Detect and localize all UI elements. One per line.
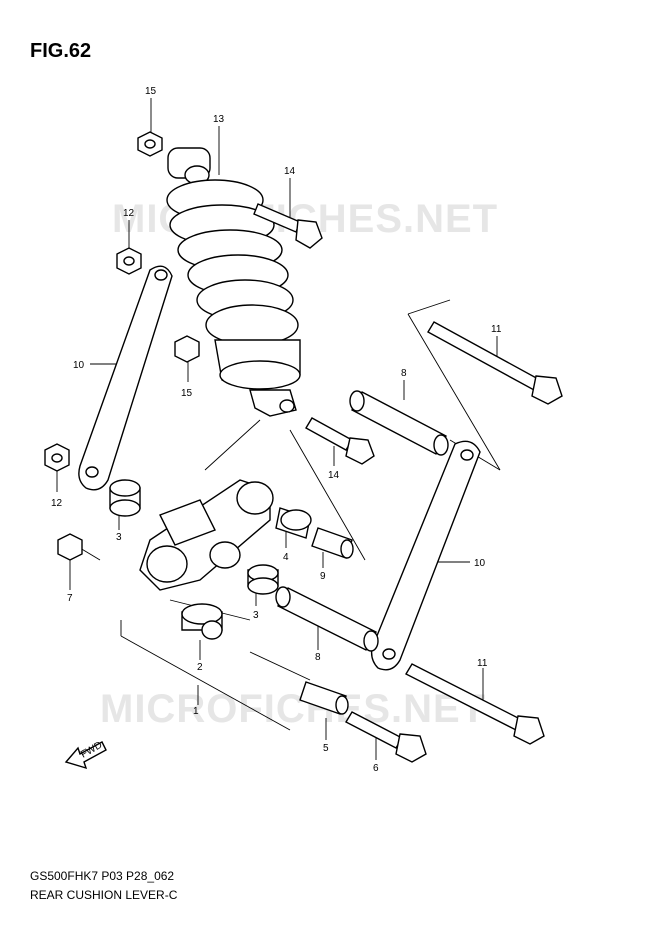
callout-8-lower: 8 (315, 652, 321, 663)
nut-15-top (137, 131, 163, 157)
bolt-14-lower (305, 417, 375, 465)
collar-9 (311, 527, 354, 559)
rod-10-left (78, 265, 173, 491)
callout-2: 2 (197, 662, 203, 673)
callout-14-lower: 14 (328, 470, 340, 481)
callout-1: 1 (193, 706, 199, 717)
nut-12-top (116, 247, 142, 275)
spacer-8-upper (349, 390, 449, 456)
nut-12-lower (44, 443, 70, 472)
callout-4: 4 (283, 552, 289, 563)
callout-8-upper: 8 (401, 368, 407, 379)
callout-6: 6 (373, 763, 379, 774)
bushing-3-right (247, 564, 279, 595)
callout-12-lower: 12 (51, 498, 63, 509)
bolt-11-lower (405, 663, 545, 745)
bolt-6 (345, 711, 427, 763)
diagram-code: GS500FHK7 P03 P28_062 (30, 869, 175, 883)
bolt-14-upper (253, 203, 323, 249)
callout-3-left: 3 (116, 532, 122, 543)
bushing-4 (275, 507, 312, 539)
bolt-11-upper (427, 321, 563, 405)
callout-12-upper: 12 (123, 208, 135, 219)
callout-5: 5 (323, 743, 329, 754)
callout-7: 7 (67, 593, 73, 604)
nut-7 (57, 533, 83, 561)
shock-absorber (166, 147, 301, 417)
callout-13: 13 (213, 114, 225, 125)
rod-10-right (370, 440, 481, 671)
callout-10-right: 10 (474, 558, 486, 569)
watermark-bottom: MICROFICHES.NET (100, 687, 486, 731)
callout-14-upper: 14 (284, 166, 296, 177)
callout-3-right: 3 (253, 610, 259, 621)
spacer-5 (299, 681, 349, 715)
callout-15-top: 15 (145, 86, 157, 97)
callout-10-left: 10 (73, 360, 85, 371)
forward-arrow-icon: FWD (64, 740, 107, 770)
nut-15-lower (174, 335, 200, 363)
cushion-lever (139, 479, 274, 591)
leader-lines (56, 98, 501, 760)
diagram-name: REAR CUSHION LEVER-C (30, 888, 178, 902)
bushing-2 (181, 603, 223, 640)
callout-11-lower: 11 (477, 658, 488, 669)
figure-title: FIG.62 (30, 40, 92, 62)
callout-labels: 15 13 14 12 10 15 11 8 14 12 3 4 9 10 7 … (51, 86, 502, 774)
spacer-8-lower (275, 586, 379, 652)
bushing-3-left (109, 479, 141, 517)
callout-15-lower: 15 (181, 388, 193, 399)
callout-11-upper: 11 (491, 324, 502, 335)
callout-9: 9 (320, 571, 326, 582)
